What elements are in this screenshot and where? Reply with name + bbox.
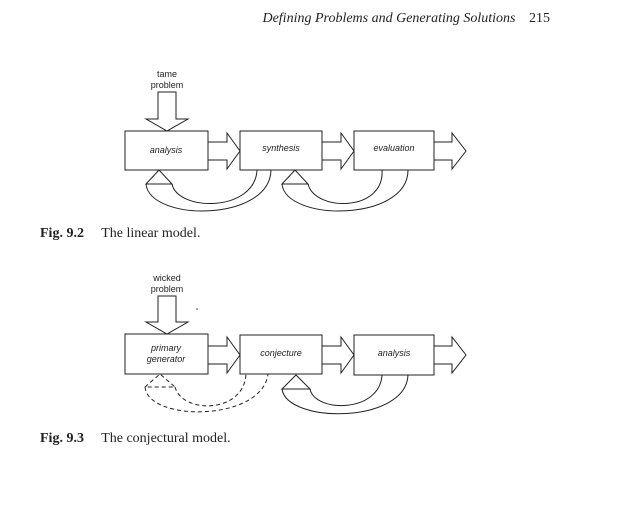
fig-9-3-input-line-2: problem	[151, 284, 184, 294]
fig-9-3-dashed-curve-2	[144, 373, 269, 413]
fig-9-3-arrow-out	[433, 335, 467, 375]
stray-dot	[196, 308, 198, 310]
fig-9-3-label: Fig. 9.3	[40, 431, 84, 446]
fig-9-3-box-conjecture	[239, 334, 323, 375]
fig-9-2-feedback-curve-4	[281, 169, 409, 212]
page-number: 215	[529, 11, 550, 26]
running-header: Defining Problems and Generating Solutio…	[262, 11, 550, 27]
header-title: Defining Problems and Generating Solutio…	[262, 11, 516, 26]
fig-9-3-input-arrow	[144, 295, 190, 335]
fig-9-2-input-line-1: tame	[157, 69, 177, 79]
fig-9-2-feedback-curve-3	[307, 169, 383, 204]
fig-9-2-caption-text: The linear model.	[101, 226, 201, 241]
fig-9-3-arrow-2	[321, 335, 355, 375]
fig-9-3-caption-text: The conjectural model.	[101, 431, 231, 446]
fig-9-3-input-line-1: wicked	[152, 273, 181, 283]
fig-9-3-dashed-arrowhead	[143, 373, 177, 388]
fig-9-2-box-evaluation	[353, 130, 435, 171]
fig-9-3-box-analysis	[353, 334, 435, 376]
fig-9-3-caption: Fig. 9.3 The conjectural model.	[40, 431, 231, 447]
fig-9-3-feedback-arrowhead	[280, 374, 312, 390]
fig-9-2-input-arrow	[144, 91, 190, 132]
fig-9-3-box-primary-generator-label-2: generator	[147, 354, 187, 364]
fig-9-3-box-conjecture-label: conjecture	[260, 348, 302, 358]
fig-9-2-box-evaluation-label: evaluation	[373, 143, 414, 153]
fig-9-2-label: Fig. 9.2	[40, 226, 84, 241]
fig-9-2-feedback-arrowhead-1	[144, 169, 174, 185]
fig-9-2-caption: Fig. 9.2 The linear model.	[40, 226, 200, 242]
fig-9-2-box-synthesis	[239, 130, 323, 171]
fig-9-3-arrow-1	[207, 335, 241, 375]
fig-9-2-feedback-curve-1	[171, 169, 258, 204]
fig-9-2-feedback-curve-2	[145, 169, 272, 212]
fig-9-2-diagram: tame problem analysis synthesis evaluati…	[124, 69, 467, 212]
fig-9-3-feedback-curve-2	[281, 374, 409, 415]
fig-9-2-box-analysis-label: analysis	[150, 145, 183, 155]
fig-9-2-arrow-2	[321, 131, 355, 171]
fig-9-2-input-line-2: problem	[151, 80, 184, 90]
fig-9-2-box-synthesis-label: synthesis	[262, 143, 300, 153]
fig-9-3-feedback-curve-1	[309, 374, 383, 406]
fig-9-3-box-primary-generator-label-1: primary	[150, 343, 182, 353]
fig-9-3-box-analysis-label: analysis	[378, 348, 411, 358]
fig-9-2-feedback-arrowhead-2	[280, 169, 310, 185]
fig-9-3-dashed-curve-1	[174, 373, 247, 407]
fig-9-3-diagram: wicked problem primary generator conject…	[124, 273, 467, 415]
fig-9-2-arrow-1	[207, 131, 241, 171]
fig-9-2-arrow-out	[433, 131, 467, 171]
